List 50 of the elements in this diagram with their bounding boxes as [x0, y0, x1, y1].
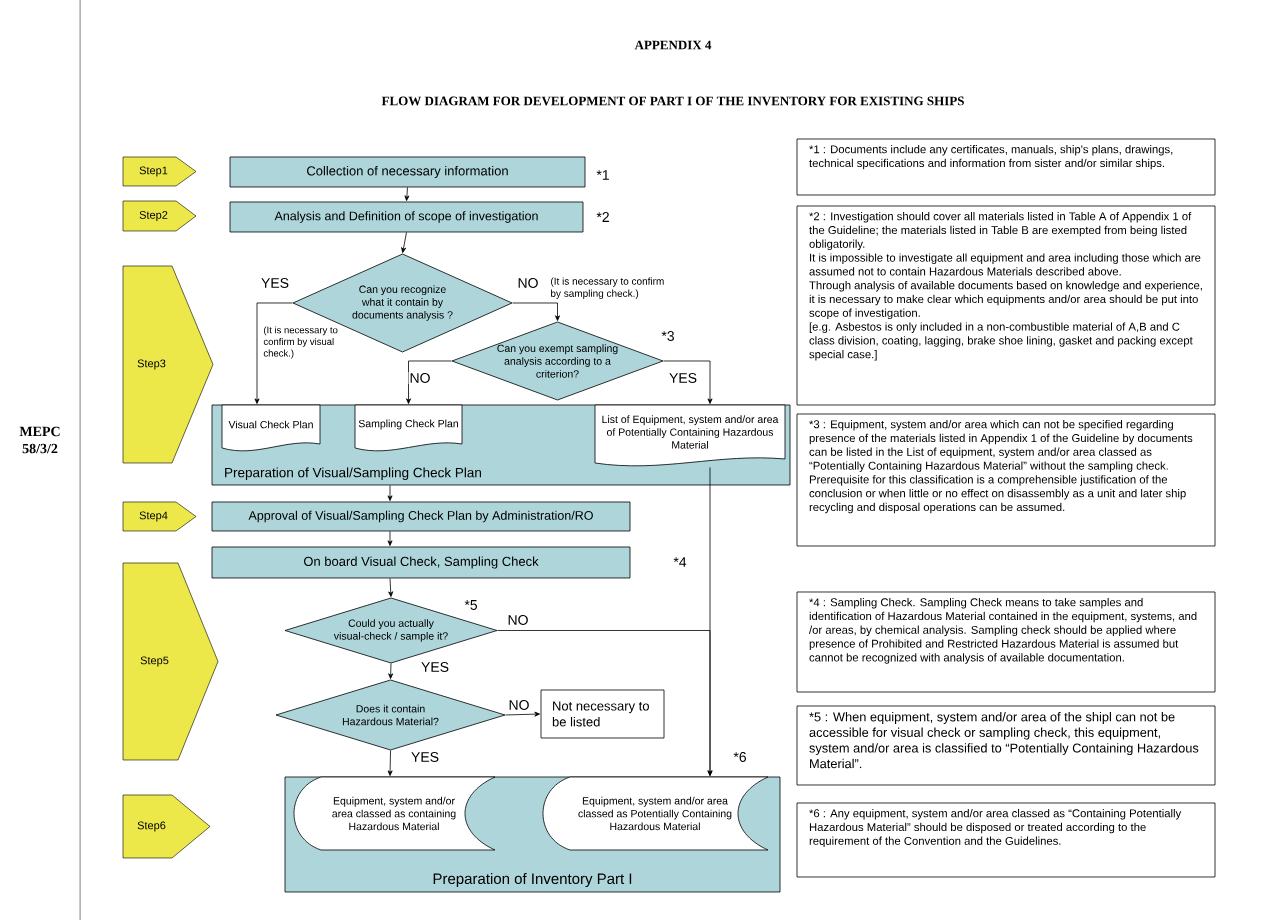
footnote-mark: *4: [673, 557, 687, 567]
note-box: *5 : When equipment, system and/or area of the shipl can not be accessible for visual check or sampling check, this equipment, system and/or area is classified to “Potentially Containing Hazardous Material”.: [796, 705, 1216, 786]
page-heading: APPENDIX 4: [634, 40, 712, 50]
arrow: [254, 302, 293, 404]
arrow: [387, 531, 393, 546]
note-box: *4 : Sampling Check. Sampling Check means to take samples and identification of Hazardous Material contained in the equipment, systems, and /or areas, by chemical analysis. Sampling check should be applied where presence of Prohibited and Restricted Hazardous Material is assumed but cannot be recognized with analysis of available documentation.: [796, 591, 1216, 693]
edge-label: NO: [506, 614, 530, 626]
arrow: [401, 232, 407, 253]
terminal-box: Not necessary to be listed: [540, 689, 665, 739]
edge-label: YES: [260, 277, 290, 289]
note-box: *2 : Investigation should cover all materials listed in Table A of Appendix 1 of the Guideline; the materials listed in Table B are exempted from being listed obligatorily. It is impossible to investigate all equipment and area including those which are assumed not to contain Hazardous Materials described above. Through analysis of available documents based on knowledge and experience, it is necessary to make clear which equipments and/or area should be put into scope of investigation. [e.g. Asbestos is only included in a non-combustible material of A,B and C class division, coating, lagging, brake shoe lining, gasket and packing except special case.]: [796, 205, 1216, 406]
edge-label: NO: [408, 372, 432, 384]
edge-label: YES: [410, 751, 440, 763]
step-tab: Step3: [122, 265, 214, 464]
footnote-mark: *2: [596, 212, 609, 222]
step-tab: Step5: [122, 562, 219, 761]
process-box: On board Visual Check, Sampling Check: [211, 546, 631, 579]
edge-label: NO: [516, 277, 540, 289]
arrow: [505, 711, 540, 717]
step-tab: Step1: [122, 156, 197, 187]
footnote-mark: *1: [596, 170, 609, 180]
arrow: [512, 302, 560, 321]
note-box: *1 : Documents include any certificates, manuals, ship's plans, drawings, technical specifications and information from sister and/or similar ships.: [796, 138, 1216, 196]
footnote-mark: *3: [661, 331, 674, 341]
arrow: [388, 663, 394, 679]
document-code: MEPC 58/3/2: [19, 426, 60, 454]
footnote-mark: *6: [733, 752, 746, 762]
stored-data-shape: Equipment, system and/or area classed as containing Hazardous Material: [293, 776, 496, 851]
note-box: *6 : Any equipment, system and/or area classed as “Containing Potentially Hazardous Material” should be disposed or treated according to the requirement of the Convention and the Guidelines.: [796, 802, 1216, 878]
process-box: Approval of Visual/Sampling Check Plan by Administration/RO: [211, 501, 631, 532]
edge-label: YES: [668, 372, 698, 384]
title: FLOW DIAGRAM FOR DEVELOPMENT OF PART I OF THE INVENTORY FOR EXISTING SHIPS: [381, 96, 964, 106]
note-box: *3 : Equipment, system and/or area which can not be specified regarding presence of the materials listed in Appendix 1 of the Guideline by documents can be listed in the List of equipment, system and/or area classed as “Potentially Containing Hazardous Material” without the sampling check. Prerequisite for this classification is a comprehensible justification of the conclusion or when little or no effect on disassembly as a unit and later ship recycling and disposal operations can be assumed.: [796, 413, 1216, 547]
arrow: [707, 467, 713, 776]
edge-label: YES: [420, 661, 450, 673]
step-tab: Step6: [122, 794, 211, 859]
step-tab: Step2: [122, 200, 197, 232]
process-box: Collection of necessary information: [229, 156, 586, 188]
arrow: [388, 578, 394, 597]
footnote-mark: *5: [464, 600, 478, 610]
arrow: [663, 360, 713, 404]
arrow: [387, 485, 393, 501]
note-text: (It is necessary to confirm by sampling check.): [551, 277, 664, 299]
process-box: Analysis and Definition of scope of investigation: [229, 201, 584, 233]
stored-data-shape: Equipment, system and/or area classed as Potentially Containing Hazardous Material: [542, 776, 769, 851]
arrow: [406, 360, 452, 404]
edge-label: NO: [507, 699, 531, 711]
arrow: [404, 187, 410, 201]
arrow: [387, 750, 393, 776]
step-tab: Step4: [122, 501, 197, 532]
